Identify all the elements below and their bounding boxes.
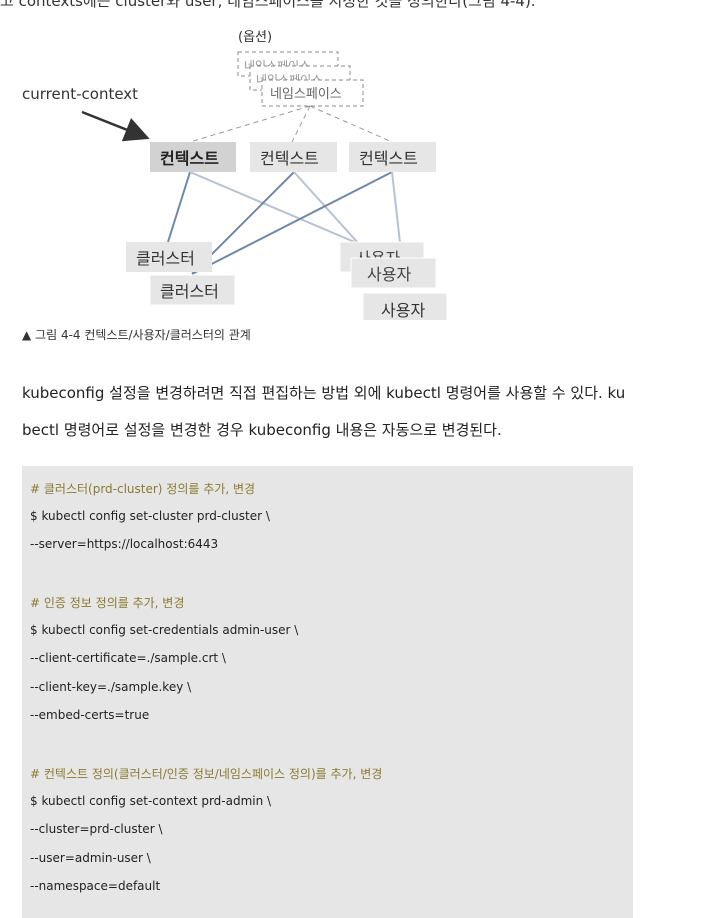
- cluster-box-1: [126, 242, 212, 272]
- code-line-7: --client-certificate=./sample.crt \: [30, 651, 226, 665]
- user-box-middle: [350, 257, 437, 289]
- code-line-14: --user=admin-user \: [30, 851, 151, 865]
- context-label-3: 컨텍스트: [359, 149, 418, 168]
- ns-link-3: [309, 105, 393, 143]
- context-box-3: [349, 142, 436, 172]
- current-context-label: current-context: [22, 85, 138, 103]
- namespace-label-front: 네임스페이스: [270, 87, 342, 102]
- user-label-middle: 사용자: [367, 265, 411, 284]
- previous-paragraph-line: 고 contexts에는 cluster와 user, 네임스페이스를 지정한 …: [0, 0, 536, 10]
- user-label-front: 사용자: [381, 301, 425, 320]
- code-line-1: # 클러스터(prd-cluster) 정의를 추가, 변경: [30, 482, 256, 496]
- link-ctx1-user: [189, 171, 379, 253]
- code-line-6: $ kubectl config set-credentials admin-u…: [30, 623, 299, 637]
- code-line-8: --client-key=./sample.key \: [30, 680, 192, 694]
- paragraph-line-1: kubeconfig 설정을 변경하려면 직접 편집하는 방법 외에 kubec…: [22, 384, 626, 402]
- paragraph-line-2: bectl 명령어로 설정을 변경한 경우 kubeconfig 내용은 자동으…: [22, 421, 502, 439]
- option-label: (옵션): [238, 30, 272, 45]
- code-line-5: # 인증 정보 정의를 추가, 변경: [30, 596, 185, 610]
- user-box-front: [362, 292, 448, 320]
- figure-context-relationship: (옵션) 네임스페이스 네임스페이스 네임스페이스 current-contex…: [0, 20, 724, 320]
- code-line-11: # 컨텍스트 정의(클러스터/인증 정보/네임스페이스 정의)를 추가, 변경: [30, 767, 383, 781]
- relationship-diagram: (옵션) 네임스페이스 네임스페이스 네임스페이스 current-contex…: [22, 30, 448, 320]
- context-label-2: 컨텍스트: [260, 149, 319, 168]
- context-box-current: [150, 142, 236, 172]
- context-label-current: 컨텍스트: [160, 149, 219, 168]
- code-block: # 클러스터(prd-cluster) 정의를 추가, 변경 $ kubectl…: [22, 466, 633, 918]
- ns-link-2: [291, 105, 311, 143]
- current-context-arrow: [81, 110, 150, 142]
- code-line-13: --cluster=prd-cluster \: [30, 822, 163, 836]
- code-line-2: $ kubectl config set-cluster prd-cluster…: [30, 509, 270, 523]
- link-ctx3-cluster2: [191, 171, 393, 275]
- ns-link-1: [189, 105, 311, 143]
- cluster-label-1: 클러스터: [136, 249, 195, 268]
- context-box-2: [250, 142, 337, 172]
- link-ctx1-cluster1: [167, 171, 191, 243]
- code-line-9: --embed-certs=true: [30, 708, 150, 722]
- cluster-box-2: [149, 274, 236, 306]
- code-line-15: --namespace=default: [30, 879, 161, 893]
- figure-caption: ▲ 그림 4-4 컨텍스트/사용자/클러스터의 관계: [22, 328, 251, 342]
- cluster-label-2: 클러스터: [160, 282, 219, 301]
- namespace-box-front: [261, 79, 364, 107]
- code-line-12: $ kubectl config set-context prd-admin \: [30, 794, 272, 808]
- code-line-3: --server=https://localhost:6443: [30, 537, 219, 551]
